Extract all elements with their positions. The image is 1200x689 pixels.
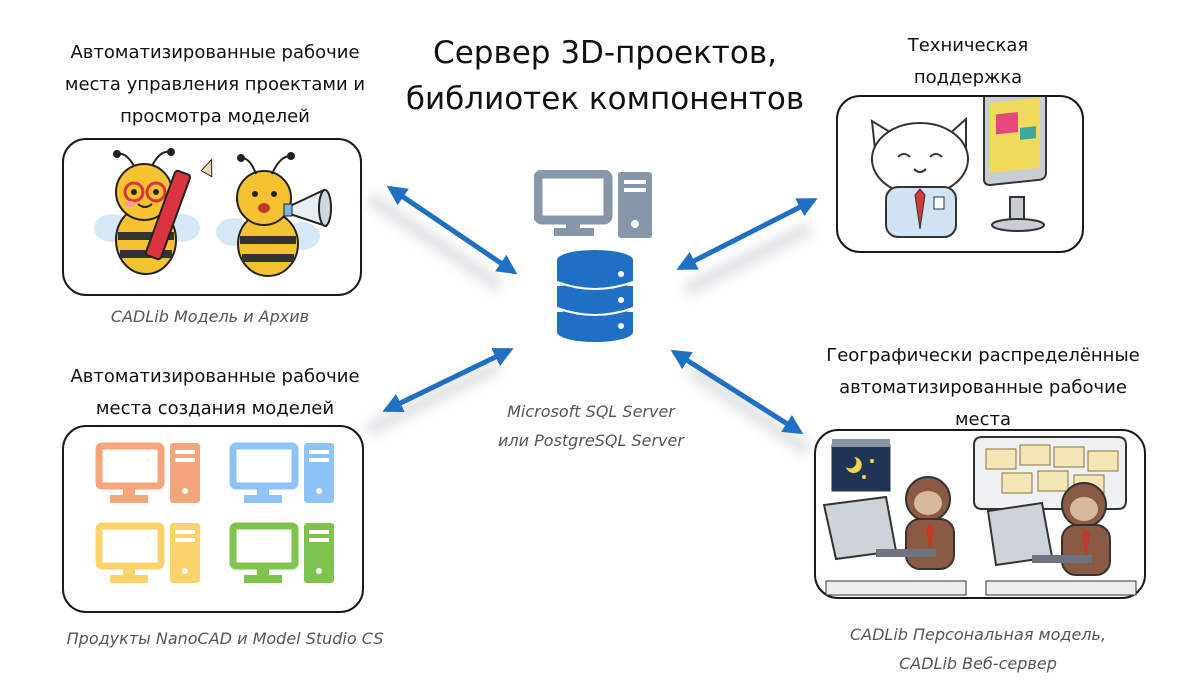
bees-illustration (94, 148, 332, 277)
distributed-workstations-heading: Географически распределённые автоматизир… (808, 340, 1158, 436)
arrow-server-to-distributed (670, 349, 804, 435)
caption-line: Microsoft SQL Server (507, 402, 675, 421)
title-line-2: библиотек компонентов (405, 81, 805, 117)
arrow-management-to-server (386, 185, 518, 275)
heading-line: Техническая (907, 35, 1029, 56)
heading-line: Автоматизированные рабочие (70, 366, 360, 387)
creation-workstations-heading: Автоматизированные рабочие места создани… (55, 361, 375, 425)
arrow-server-to-support (676, 197, 818, 271)
technical-support-box (836, 84, 1084, 253)
workstation-computer-icon (229, 442, 334, 503)
heading-line: места создания моделей (95, 398, 335, 419)
heading-line: поддержка (913, 67, 1023, 88)
workstation-computer-icon (95, 442, 200, 503)
heading-line: автоматизированные рабочие (839, 377, 1127, 398)
bee-with-pencil-icon (94, 148, 213, 275)
database-server-caption: Microsoft SQL Server или PostgreSQL Serv… (478, 397, 704, 455)
creation-workstations-box (62, 425, 364, 613)
support-cat-illustration (870, 84, 1047, 238)
bee-with-megaphone-icon (216, 152, 332, 277)
heading-line: Автоматизированные рабочие (70, 42, 360, 63)
caption-line: Продукты NanoCAD и Model Studio CS (66, 629, 384, 648)
workstations-illustration (95, 442, 334, 583)
diagram-title: Сервер 3D-проектов, библиотек компоненто… (395, 30, 815, 122)
worker-sloth-right-icon (985, 482, 1137, 596)
caption-line: CADLib Модель и Архив (110, 307, 310, 326)
heading-line: места управления проектами и (64, 74, 366, 95)
database-icon (556, 250, 634, 342)
heading-line: места (954, 409, 1012, 430)
caption-line: или PostgreSQL Server (498, 431, 684, 450)
heading-line: Географически распределённые (826, 345, 1140, 366)
support-cat-icon (870, 116, 969, 238)
nanocad-products-caption: Продукты NanoCAD и Model Studio CS (30, 624, 420, 653)
monitor-icon (983, 84, 1047, 232)
heading-line: просмотра моделей (120, 106, 310, 127)
workstation-computer-icon (95, 522, 200, 583)
night-window-icon (831, 439, 891, 492)
management-workstations-box (62, 138, 362, 296)
cadlib-personal-web-caption: CADLib Персональная модель, CADLib Веб-с… (820, 620, 1136, 678)
caption-line: CADLib Веб-сервер (899, 654, 1057, 673)
title-line-1: Сервер 3D-проектов, (433, 35, 777, 71)
caption-line: CADLib Персональная модель, (849, 625, 1107, 644)
arrow-creation-to-server (382, 347, 514, 413)
worker-sloth-left-icon (822, 476, 967, 596)
cadlib-model-archive-caption: CADLib Модель и Архив (62, 302, 358, 331)
remote-workers-illustration (822, 436, 1137, 596)
technical-support-heading: Техническая поддержка (848, 30, 1088, 94)
management-workstations-heading: Автоматизированные рабочие места управле… (55, 37, 375, 133)
workstation-computer-icon (229, 522, 334, 583)
distributed-workstations-box (814, 429, 1146, 599)
desktop-computer-icon (534, 170, 652, 238)
